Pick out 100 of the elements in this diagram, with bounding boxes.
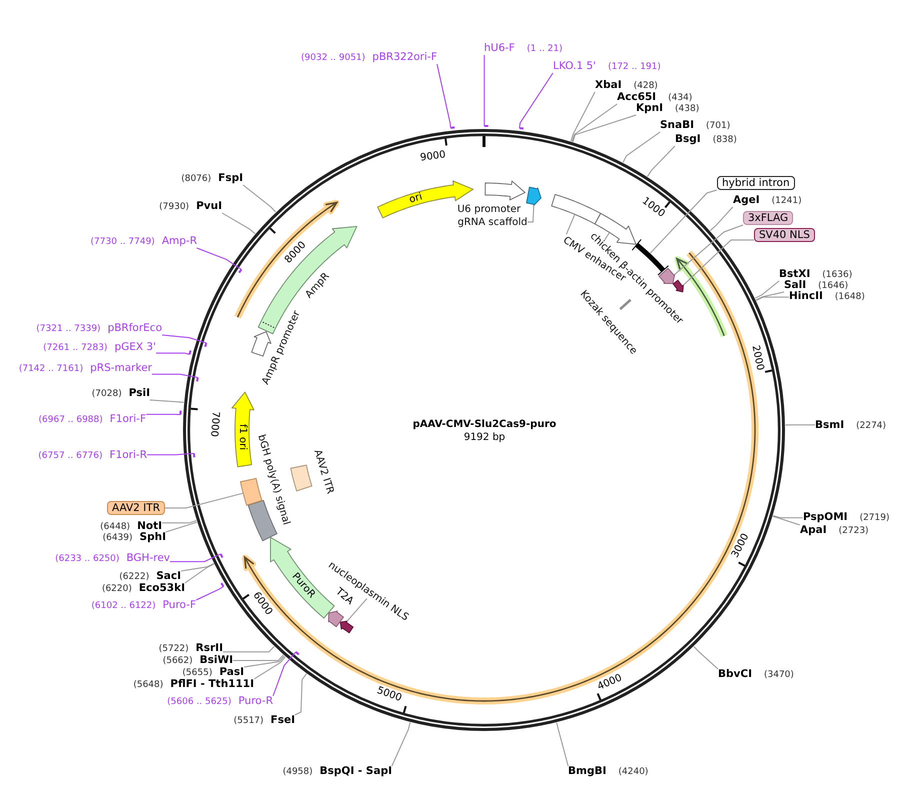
enzyme-name: AgeI: [733, 195, 760, 206]
leader-line: [650, 190, 718, 254]
feature-name: ori: [408, 191, 424, 206]
primer-name: LKO.1 5': [553, 61, 596, 72]
enzyme-name: NotI: [137, 521, 162, 532]
enzyme-name: PspOMI: [803, 512, 848, 523]
pointed-feature-block: [525, 186, 543, 207]
site-position: (434): [668, 93, 692, 104]
leader-line: [674, 224, 744, 276]
site-position: (7028): [92, 389, 122, 400]
feature-tag: hybrid intron: [717, 176, 795, 190]
enzyme-name: PflFI - Tth111I: [170, 679, 254, 690]
plasmid-name: pAAV-CMV-Slu2Cas9-puro: [412, 418, 556, 430]
primer-leader-line: [162, 334, 208, 348]
leader-line: [572, 114, 637, 142]
leader-line: [294, 673, 307, 716]
site-position: (1648): [834, 292, 865, 303]
primer-leader-line: [151, 374, 199, 382]
enzyme-name: FspI: [218, 173, 243, 184]
primer-name: BGH-rev: [126, 553, 170, 564]
site-position: (838): [712, 135, 737, 146]
site-position: (4958): [282, 767, 313, 778]
primer-name: Puro-F: [162, 600, 196, 611]
site-position: (1646): [818, 281, 848, 291]
scale-label: 9000: [419, 149, 446, 164]
enzyme-name: KpnI: [636, 103, 664, 114]
primer-position: (6102 .. 6122): [91, 601, 156, 612]
site-position: (5722): [158, 644, 189, 655]
feature-block: [239, 477, 264, 507]
plasmid-length: 9192 bp: [464, 432, 506, 444]
site-position: (701): [706, 121, 730, 132]
enzyme-name: HincII: [789, 291, 823, 302]
leader-line: [242, 184, 276, 213]
scale-label: 3000: [730, 532, 752, 560]
leader-line: [646, 146, 676, 178]
site-position: (6448): [100, 522, 130, 533]
site-position: (428): [634, 81, 658, 92]
primer-name: pBRforEco: [108, 323, 162, 334]
feature-label: AAV2 ITR: [310, 448, 335, 496]
site-position: (8076): [181, 174, 212, 185]
primer-name: Puro-R: [238, 696, 273, 707]
leader-line: [570, 92, 596, 142]
primer-name: hU6-F: [484, 43, 515, 54]
enzyme-name: SphI: [140, 532, 166, 543]
primer-name: Amp-R: [162, 236, 197, 247]
primer-leader-line: [272, 650, 300, 696]
primer-position: (7730 .. 7749): [90, 237, 155, 248]
leader-line: [184, 564, 214, 584]
site-position: (6220): [102, 584, 132, 595]
leader-line: [572, 104, 618, 142]
leader-line: [527, 204, 534, 222]
primer-leader-line: [436, 64, 456, 129]
enzyme-name: BsiWI: [200, 655, 233, 666]
primer-position: (6967 .. 6988): [38, 415, 103, 426]
primer-position: (6757 .. 6776): [38, 451, 103, 462]
enzyme-name: SnaBI: [660, 120, 694, 131]
enzyme-name: XbaI: [595, 80, 622, 91]
leader-line: [222, 212, 256, 234]
pointed-feature-block: [250, 330, 273, 358]
enzyme-name: FseI: [270, 715, 295, 726]
pointed-feature-block: [657, 267, 676, 285]
enzyme-name: BmgBI: [568, 766, 606, 777]
site-position: (6439): [102, 533, 133, 544]
primer-name: pGEX 3': [114, 342, 156, 353]
primer-name: F1ori-F: [110, 414, 146, 425]
feature-block: [550, 193, 602, 226]
leader-line: [346, 598, 368, 622]
site-position: (438): [675, 104, 700, 115]
scale-label: 7000: [207, 410, 221, 437]
enzyme-name: PvuI: [196, 201, 222, 212]
leader-line: [180, 563, 214, 572]
leader-line: [756, 296, 790, 301]
primer-name: pBR322ori-F: [372, 52, 437, 63]
site-position: (2274): [856, 421, 886, 432]
primer-position: (6233 .. 6250): [55, 554, 120, 565]
primer-position: (5606 .. 5625): [167, 697, 232, 708]
site-position: (1636): [822, 270, 852, 281]
leader-line: [164, 492, 244, 508]
primer-name: F1ori-R: [110, 450, 147, 461]
primer-position: (7142 .. 7161): [18, 364, 84, 375]
primer-position: (7261 .. 7283): [43, 343, 108, 354]
site-position: (1241): [772, 196, 802, 207]
primer-leader-line: [146, 410, 182, 416]
site-position: (4240): [618, 767, 648, 778]
enzyme-name: SalI: [784, 280, 806, 291]
leader-line: [772, 515, 804, 518]
feature-block: [289, 463, 314, 493]
primer-leader-line: [170, 552, 224, 562]
leader-line: [604, 232, 610, 240]
enzyme-name: SacI: [156, 571, 181, 582]
primer-position: (7321 .. 7339): [36, 324, 101, 335]
site-position: (5662): [162, 656, 193, 667]
enzyme-name: PasI: [219, 667, 244, 678]
site-position: (2719): [860, 513, 890, 524]
enzyme-name: Eco53kI: [138, 583, 185, 594]
primer-leader-line: [518, 72, 554, 130]
leader-line: [710, 206, 734, 232]
primer-leader-line: [196, 248, 242, 274]
site-position: (2723): [838, 526, 869, 537]
primer-position: (9032 .. 9051): [301, 53, 366, 64]
